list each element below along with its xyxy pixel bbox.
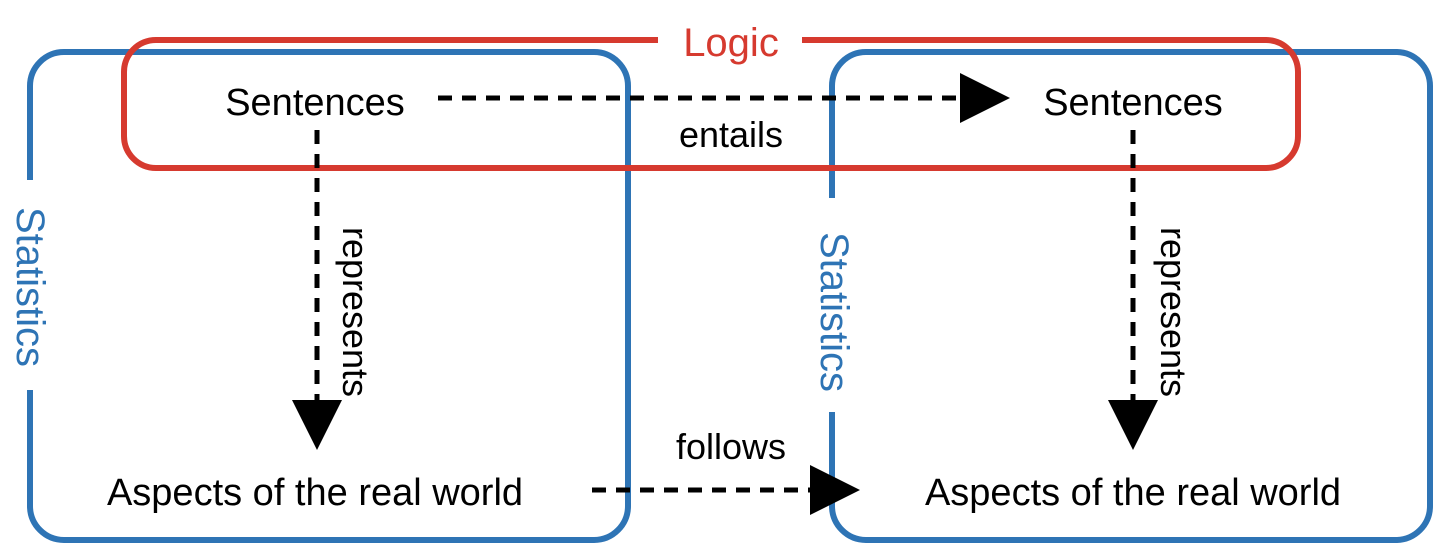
entails-label: entails — [679, 114, 783, 155]
aspects-real-world-left: Aspects of the real world — [107, 472, 523, 514]
statistics-left-label: Statistics — [8, 207, 52, 367]
sentences-left: Sentences — [225, 82, 405, 124]
represents-label-left: represents — [335, 227, 376, 397]
statistics-right-label: Statistics — [812, 232, 856, 392]
aspects-real-world-right: Aspects of the real world — [925, 472, 1341, 514]
represents-label-right: represents — [1153, 227, 1194, 397]
sentences-right: Sentences — [1043, 82, 1223, 124]
logic-label: Logic — [683, 21, 779, 65]
follows-label: follows — [676, 426, 786, 467]
statistics-box-left — [27, 49, 631, 543]
statistics-left-label-background — [8, 180, 54, 390]
statistics-right-label-background — [812, 198, 858, 412]
statistics-box-right — [829, 49, 1433, 543]
logic-label-background — [658, 18, 802, 66]
